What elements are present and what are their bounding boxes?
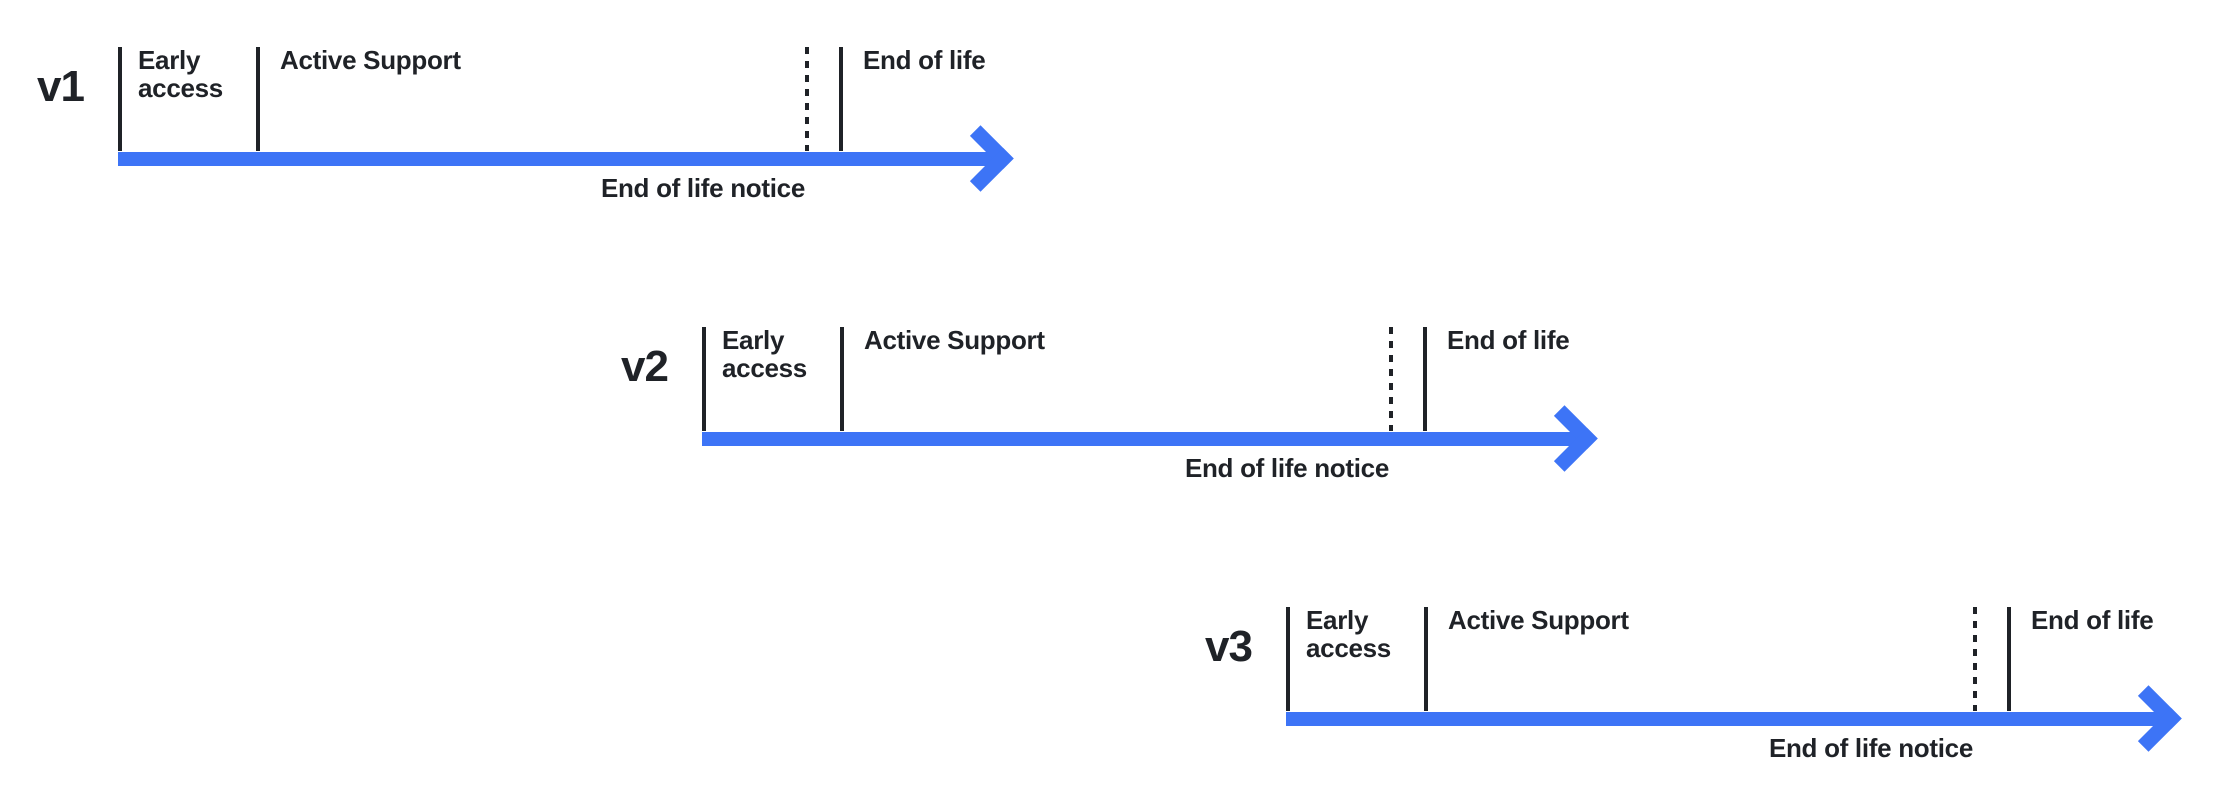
active-support-start-tick [1424,607,1428,711]
eol-notice-label: End of life notice [1184,453,1389,483]
timeline-arrow-shaft [702,432,1579,446]
end-of-life-label: End of life [2031,605,2154,635]
early-access-label: Early access [1306,605,1391,663]
end-of-life-tick [1423,327,1427,431]
timeline-v2: v2 Early access Active Support End of li… [582,318,1642,493]
active-support-start-tick [840,327,844,431]
early-access-start-tick [1286,607,1290,711]
timeline-v1: v1 Early access Active Support End of li… [0,38,1058,213]
active-support-label: Active Support [280,45,461,75]
early-access-start-tick [118,47,122,151]
end-of-life-tick [2007,607,2011,711]
timeline-arrow-head-icon [947,125,1014,192]
early-access-label: Early access [722,325,807,383]
active-support-label: Active Support [1448,605,1629,635]
timeline-arrow-shaft [118,152,995,166]
end-of-life-label: End of life [1447,325,1570,355]
eol-notice-label: End of life notice [600,173,805,203]
end-of-life-tick [839,47,843,151]
version-label: v1 [37,62,85,111]
early-access-start-tick [702,327,706,431]
timeline-arrow-shaft [1286,712,2163,726]
end-of-life-label: End of life [863,45,986,75]
eol-notice-dashed-tick [1973,607,1977,711]
version-label: v2 [621,342,669,391]
timeline-arrow-head-icon [2115,685,2182,752]
timeline-arrow-head-icon [1531,405,1598,472]
version-label: v3 [1205,622,1253,671]
eol-notice-dashed-tick [1389,327,1393,431]
timeline-v3: v3 Early access Active Support End of li… [1166,598,2226,773]
eol-notice-dashed-tick [805,47,809,151]
early-access-label: Early access [138,45,223,103]
active-support-label: Active Support [864,325,1045,355]
active-support-start-tick [256,47,260,151]
eol-notice-label: End of life notice [1768,733,1973,763]
